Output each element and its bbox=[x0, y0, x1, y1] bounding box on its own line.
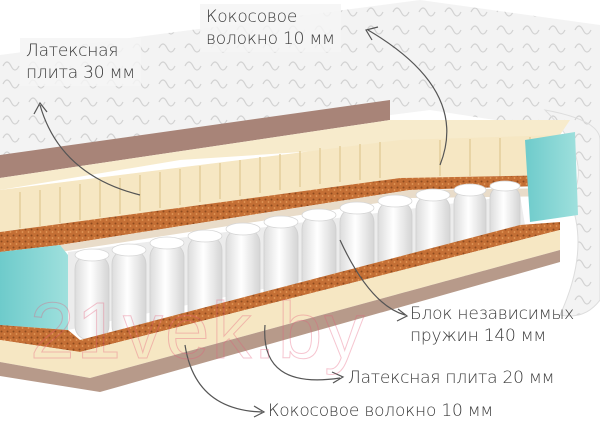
label-coconut-top: Кокосовое волокно 10 мм bbox=[200, 4, 341, 52]
top-brown-layer bbox=[0, 100, 390, 178]
side-foam-right bbox=[525, 132, 578, 222]
side-foam-left bbox=[0, 245, 68, 330]
label-latex-bottom: Латексная плита 20 мм bbox=[348, 367, 554, 389]
label-line: Кокосовое bbox=[206, 7, 298, 27]
label-line: пружин 140 мм bbox=[410, 326, 547, 346]
label-line: Латексная плита 20 мм bbox=[348, 368, 555, 388]
label-line: Латексная bbox=[26, 41, 119, 61]
label-line: плита 30 мм bbox=[26, 63, 135, 83]
watermark: 21vek.by bbox=[29, 286, 367, 376]
coconut-bottom-layer bbox=[0, 222, 560, 352]
label-latex-top: Латексная плита 30 мм bbox=[20, 38, 141, 86]
label-springs: Блок независимых пружин 140 мм bbox=[410, 303, 574, 347]
label-line: Блок независимых bbox=[410, 304, 575, 324]
latex-bottom-layer bbox=[0, 230, 560, 378]
latex-ribs bbox=[19, 137, 531, 228]
cover-top bbox=[0, 0, 600, 165]
label-line: Кокосовое волокно 10 мм bbox=[268, 401, 494, 421]
callout-arrows bbox=[33, 26, 448, 418]
label-line: волокно 10 мм bbox=[206, 29, 335, 49]
label-coconut-bottom: Кокосовое волокно 10 мм bbox=[268, 400, 493, 422]
base-brown-layer bbox=[0, 250, 560, 392]
cover-side-right bbox=[543, 109, 600, 317]
latex-top-surface bbox=[0, 120, 570, 190]
